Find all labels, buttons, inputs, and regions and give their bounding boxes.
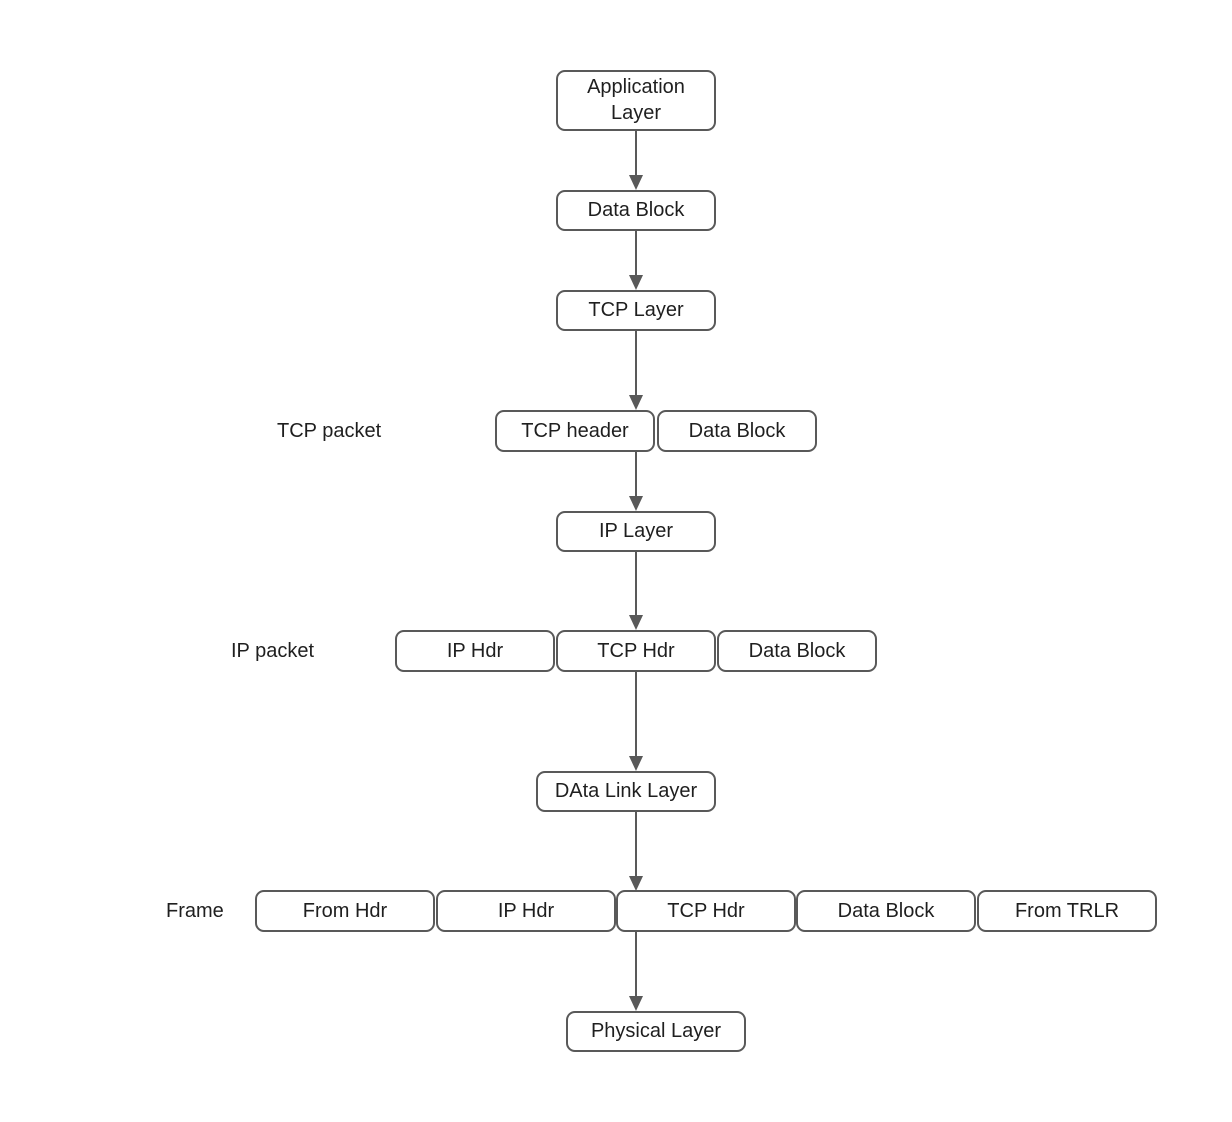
tcp-packet-field-data-block[interactable]: Data Block	[657, 410, 817, 452]
arrow-tcp-layer-to-tcp-packet	[629, 331, 643, 410]
arrow-ip-packet-to-data-link-layer	[629, 672, 643, 771]
arrow-data-link-layer-to-frame	[629, 812, 643, 891]
arrow-tcp-packet-to-ip-layer	[629, 452, 643, 511]
frame-field-tcp-hdr[interactable]: TCP Hdr	[616, 890, 796, 932]
arrow-application-to-data-block	[629, 131, 643, 190]
ip-packet-field-tcp-hdr[interactable]: TCP Hdr	[556, 630, 716, 672]
node-physical-layer[interactable]: Physical Layer	[566, 1011, 746, 1052]
row-label-tcp-packet: TCP packet	[277, 420, 382, 442]
node-data-link-layer[interactable]: DAta Link Layer	[536, 771, 716, 812]
arrow-data-block-to-tcp-layer	[629, 231, 643, 290]
tcp-packet-field-tcp-header[interactable]: TCP header	[495, 410, 655, 452]
row-label-ip-packet: IP packet	[231, 640, 315, 662]
frame-field-ip-hdr[interactable]: IP Hdr	[436, 890, 616, 932]
frame-field-from-hdr[interactable]: From Hdr	[255, 890, 435, 932]
frame-field-from-trlr[interactable]: From TRLR	[977, 890, 1157, 932]
row-label-frame: Frame	[166, 900, 224, 922]
ip-packet-field-data-block[interactable]: Data Block	[717, 630, 877, 672]
node-data-block[interactable]: Data Block	[556, 190, 716, 231]
node-tcp-layer[interactable]: TCP Layer	[556, 290, 716, 331]
node-ip-layer[interactable]: IP Layer	[556, 511, 716, 552]
node-application-layer[interactable]: Application Layer	[556, 70, 716, 131]
arrow-ip-layer-to-ip-packet	[629, 551, 643, 630]
frame-field-data-block[interactable]: Data Block	[796, 890, 976, 932]
ip-packet-field-ip-hdr[interactable]: IP Hdr	[395, 630, 555, 672]
arrow-frame-to-physical-layer	[629, 932, 643, 1011]
